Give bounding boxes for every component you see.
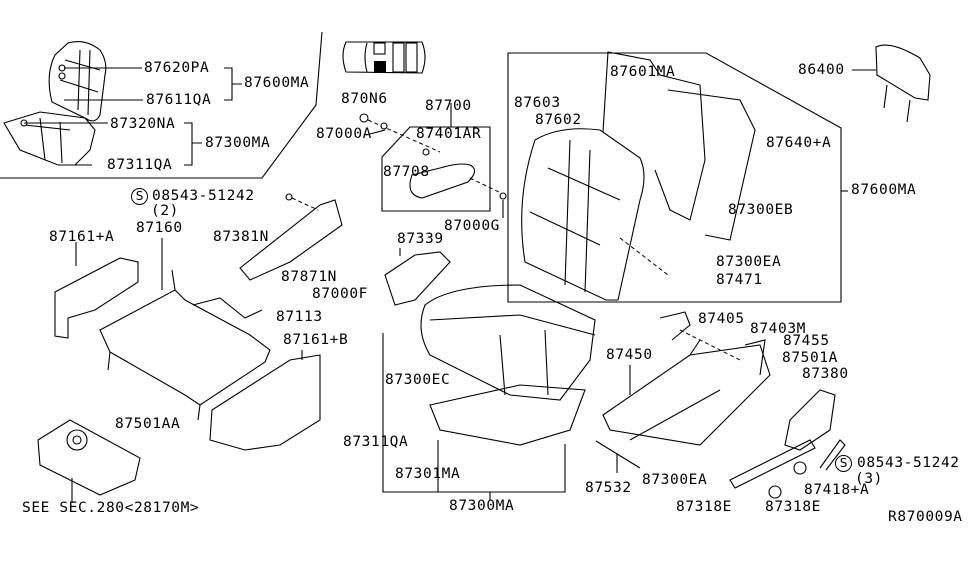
label-87405: 87405 — [698, 311, 745, 327]
label-87161a: 87161+A — [49, 229, 115, 245]
finisher-87380-illustration — [729, 389, 846, 499]
label-87000g: 87000G — [444, 218, 500, 234]
side-cover-b-illustration — [209, 350, 321, 451]
label-qty-3: (3) — [855, 471, 883, 487]
label-87320na: 87320NA — [110, 116, 176, 132]
headrest-illustration — [852, 44, 931, 123]
label-87450: 87450 — [606, 347, 653, 363]
label-87301ma: 87301MA — [395, 466, 461, 482]
label-87603: 87603 — [514, 95, 561, 111]
label-87501aa: 87501AA — [115, 416, 181, 432]
label-87300ma: 87300MA — [449, 498, 515, 514]
label-870n6: 870N6 — [341, 91, 388, 107]
label-08543-51242-right: 08543-51242 — [857, 455, 960, 471]
inset-cushion-illustration — [3, 111, 96, 166]
label-08543-51242-left: 08543-51242 — [152, 188, 255, 204]
label-qty-2: (2) — [151, 203, 179, 219]
label-87000f: 87000F — [312, 286, 368, 302]
label-87318e-a: 87318E — [676, 499, 732, 515]
label-87532: 87532 — [585, 480, 632, 496]
lumbar-87339-illustration — [384, 248, 451, 306]
label-87620pa: 87620PA — [144, 60, 210, 76]
label-87113: 87113 — [276, 309, 323, 325]
inset-seatback-illustration — [48, 41, 107, 122]
label-86400: 86400 — [798, 62, 845, 78]
label-87381n: 87381N — [213, 229, 269, 245]
label-87601ma: 87601MA — [610, 64, 676, 80]
heater-unit-illustration — [37, 419, 141, 502]
inset-leader-lines — [24, 67, 242, 166]
label-87380: 87380 — [802, 366, 849, 382]
seat-frame-illustration — [99, 238, 271, 421]
label-87300ea-back: 87300EA — [716, 254, 782, 270]
label-87418a: 87418+A — [804, 482, 870, 498]
label-87455: 87455 — [783, 333, 830, 349]
diagram-code: R870009A — [888, 509, 963, 525]
label-87700: 87700 — [425, 98, 472, 114]
vehicle-seat-locator-icon — [342, 41, 426, 74]
label-87300ma-inset: 87300MA — [205, 135, 271, 151]
label-87000a: 87000A — [316, 126, 372, 142]
label-87871n: 87871N — [281, 269, 337, 285]
label-87602: 87602 — [535, 112, 582, 128]
seatback-group-frame — [507, 52, 848, 303]
standard-part-symbol: S — [131, 188, 148, 205]
label-87300ec: 87300EC — [385, 372, 451, 388]
label-87300ea-frame: 87300EA — [642, 472, 708, 488]
label-87600ma: 87600MA — [851, 182, 917, 198]
label-87708: 87708 — [383, 164, 430, 180]
label-87403m: 87403M — [750, 321, 806, 337]
seat-adjuster-illustration — [602, 311, 771, 446]
label-87640a: 87640+A — [766, 135, 832, 151]
wire-87532-illustration — [595, 440, 641, 473]
inset-frame — [0, 31, 323, 179]
label-87161b: 87161+B — [283, 332, 349, 348]
label-87339: 87339 — [397, 231, 444, 247]
seatback-pad-illustration — [521, 51, 756, 301]
side-cover-a-illustration — [54, 242, 139, 339]
label-87600ma-inset: 87600MA — [244, 75, 310, 91]
label-87501a: 87501A — [782, 350, 838, 366]
seat-cushion-illustration — [382, 284, 596, 500]
label-87311qa: 87311QA — [343, 434, 409, 450]
label-87318e-b: 87318E — [765, 499, 821, 515]
armrest-group — [359, 103, 507, 218]
label-87311qa-inset: 87311QA — [107, 157, 173, 173]
label-87300eb: 87300EB — [728, 202, 794, 218]
label-87160: 87160 — [136, 220, 183, 236]
label-87611qa: 87611QA — [146, 92, 212, 108]
finisher-87381n-illustration — [239, 193, 343, 281]
standard-part-symbol-right: S — [835, 455, 852, 472]
label-see-sec-280: SEE SEC.280<28170M> — [22, 500, 200, 516]
label-87401ar: 87401AR — [416, 126, 482, 142]
label-87471: 87471 — [716, 272, 763, 288]
